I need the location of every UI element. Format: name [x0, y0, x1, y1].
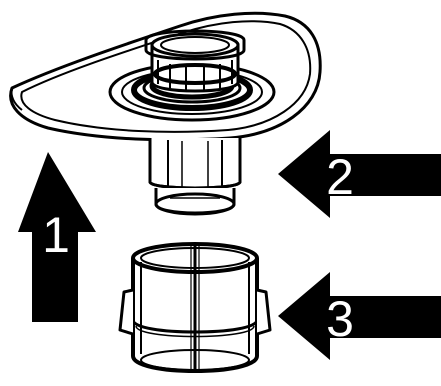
arrow-3-left: 3	[278, 272, 441, 360]
filter-cylinder	[150, 138, 240, 214]
callout-number-2: 2	[326, 149, 354, 205]
callout-number-1: 1	[42, 207, 70, 263]
arrow-1-up: 1	[18, 152, 96, 322]
arrow-2-left: 2	[278, 130, 441, 218]
filter-top-neck	[146, 31, 244, 91]
callout-number-3: 3	[326, 291, 354, 347]
coarse-filter-cup	[120, 244, 270, 372]
